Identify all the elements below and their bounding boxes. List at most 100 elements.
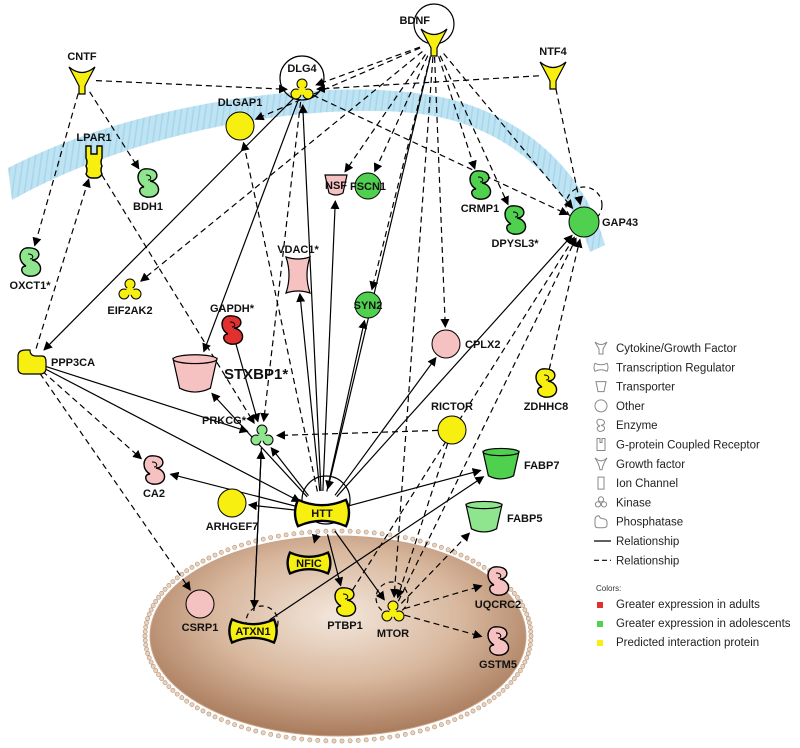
legend-color-adult: Greater expression in adults <box>597 599 760 611</box>
edge-prkcg-atxn1 <box>249 447 262 609</box>
node-ptbp1[interactable]: PTBP1 <box>327 587 363 632</box>
node-fabp7[interactable]: FABP7 <box>482 447 559 480</box>
node-mtor[interactable]: MTOR <box>377 600 409 640</box>
node-cplx2[interactable]: CPLX2 <box>431 329 500 359</box>
node-cntf[interactable]: CNTF <box>67 51 97 95</box>
edge-bdnf-dlg4 <box>315 46 421 87</box>
edge-ptbp1-gap43 <box>351 236 575 591</box>
node-label: CSRP1 <box>182 622 219 634</box>
legend-enzyme: Enzyme <box>596 418 658 432</box>
legend-label: Relationship <box>616 555 679 567</box>
edge-htt-ptbp1 <box>326 534 344 587</box>
node-label: HTT <box>311 508 333 520</box>
node-nfic[interactable]: NFIC <box>286 550 332 576</box>
node-syn2[interactable]: SYN2 <box>354 291 383 319</box>
other-icon <box>594 399 608 413</box>
edge-cntf-dlg4 <box>95 80 288 94</box>
node-fscn1[interactable]: FSCN1 <box>350 172 386 200</box>
edge-bdnf-dpysl3 <box>439 55 509 206</box>
node-htt[interactable]: HTT <box>293 498 351 528</box>
node-label: BDH1 <box>133 201 163 213</box>
enzyme-icon <box>596 418 606 432</box>
edge-htt-gap43 <box>336 234 573 498</box>
node-label: LPAR1 <box>76 132 111 144</box>
legend-transporter: Transporter <box>595 381 675 394</box>
edge-htt-stxbp1 <box>211 392 308 498</box>
node-label: FABP7 <box>524 460 559 472</box>
node-label: PTBP1 <box>327 620 362 632</box>
legend-label: Greater expression in adults <box>616 599 760 611</box>
node-atxn1[interactable]: ATXN1 <box>228 617 278 645</box>
legend-label: G-protein Coupled Receptor <box>616 440 760 452</box>
node-arhgef7[interactable]: ARHGEF7 <box>206 488 259 533</box>
node-label: NTF4 <box>539 46 567 58</box>
ion-channel-icon <box>597 476 605 490</box>
edge-bdnf-eif2ak2 <box>140 51 423 282</box>
edge-mtor-gstm5 <box>404 614 483 639</box>
node-uqcrc2[interactable]: UQCRC2 <box>475 566 521 611</box>
node-label: STXBP1* <box>224 366 288 383</box>
node-oxct1[interactable]: OXCT1* <box>10 247 52 292</box>
node-label: CA2 <box>143 488 165 500</box>
node-label: ATXN1 <box>235 626 270 638</box>
edge-rictor-prkcg <box>276 429 439 440</box>
legend-cytokine: Cytokine/Growth Factor <box>594 341 737 355</box>
node-label: CRMP1 <box>461 203 500 215</box>
node-crmp1[interactable]: CRMP1 <box>461 170 500 215</box>
node-dlgap1[interactable]: DLGAP1 <box>218 97 263 141</box>
node-label: NSF <box>325 180 347 192</box>
node-label: PRKCG* <box>202 415 247 427</box>
edge-dlg4-ppp3ca <box>43 98 294 351</box>
self-loop-dlg4 <box>279 55 325 101</box>
edge-ppp3ca-prkcg <box>45 365 249 434</box>
node-label: DLG4 <box>287 63 317 75</box>
edge-htt-mtor <box>334 530 385 601</box>
edge-zdhhc8-gap43 <box>548 238 583 370</box>
node-gapdh[interactable]: GAPDH* <box>210 303 255 345</box>
edge-htt-nsf <box>322 200 340 492</box>
nucleus <box>142 528 534 744</box>
legend-label: Kinase <box>616 497 651 509</box>
node-gstm5[interactable]: GSTM5 <box>479 626 517 671</box>
edge-ppp3ca-lpar1 <box>35 178 91 349</box>
node-bdnf[interactable]: BDNF <box>399 15 448 57</box>
edge-dlg4-stxbp1 <box>202 100 299 353</box>
node-rictor[interactable]: RICTOR <box>431 401 473 445</box>
node-dpysl3[interactable]: DPYSL3* <box>491 205 539 250</box>
node-dlg4[interactable]: DLG4 <box>287 63 318 100</box>
node-ca2[interactable]: CA2 <box>143 455 166 500</box>
legend-ion-channel: Ion Channel <box>597 476 678 490</box>
legend-label: Other <box>616 401 645 413</box>
node-gap43[interactable]: GAP43 <box>568 206 638 238</box>
node-label: RICTOR <box>431 401 473 413</box>
legend-label: Ion Channel <box>616 478 678 490</box>
legend-label: Predicted interaction protein <box>616 637 759 649</box>
node-eif2ak2[interactable]: EIF2AK2 <box>107 278 153 317</box>
node-vdac1[interactable]: VDAC1* <box>277 244 319 294</box>
legend-label: Transporter <box>616 382 675 394</box>
node-ntf4[interactable]: NTF4 <box>539 46 568 90</box>
node-lpar1[interactable]: LPAR1 <box>76 132 112 179</box>
kinase-icon <box>594 496 608 508</box>
node-zdhhc8[interactable]: ZDHHC8 <box>524 368 569 413</box>
node-prkcg[interactable]: PRKCG* <box>202 415 274 446</box>
edge-lpar1-prkcg <box>101 174 255 425</box>
node-label: PPP3CA <box>51 357 95 369</box>
node-bdh1[interactable]: BDH1 <box>133 168 163 213</box>
edge-htt-dlg4 <box>298 104 322 492</box>
node-fabp5[interactable]: FABP5 <box>465 500 542 533</box>
edge-atxn1-fabp7 <box>269 476 485 621</box>
node-label: GSTM5 <box>479 659 517 671</box>
node-ppp3ca[interactable]: PPP3CA <box>17 349 95 375</box>
node-csrp1[interactable]: CSRP1 <box>182 589 219 634</box>
node-stxbp1[interactable]: STXBP1* <box>172 354 288 393</box>
edge-cntf-oxct1 <box>32 93 79 247</box>
legend-gpcr: G-protein Coupled Receptor <box>596 438 760 452</box>
growth-factor-icon <box>594 457 608 471</box>
legend-kinase: Kinase <box>594 496 651 509</box>
legend-colors-heading: Colors: <box>596 584 621 593</box>
node-nsf[interactable]: NSF <box>324 174 348 196</box>
edge-bdnf-mtor <box>390 56 434 598</box>
legend-phosphatase: Phosphatase <box>594 515 683 529</box>
